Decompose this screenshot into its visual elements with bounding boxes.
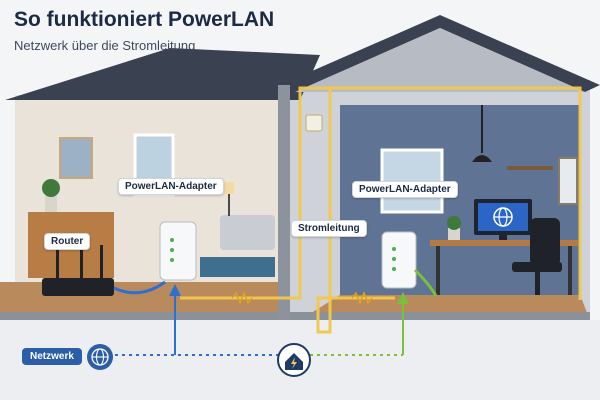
right-picture <box>558 157 578 205</box>
lamp-icon <box>224 182 234 216</box>
power-line <box>180 86 582 334</box>
adapter-right <box>381 231 417 289</box>
arrow-up-left <box>169 284 181 355</box>
globe-icon <box>87 344 113 370</box>
adapter-left-label: PowerLAN-Adapter <box>118 178 224 195</box>
adapter-right-label: PowerLAN-Adapter <box>352 181 458 198</box>
dividing-wall <box>278 85 290 320</box>
left-roof <box>5 48 320 100</box>
monitor-globe-icon <box>474 199 532 240</box>
page-subtitle: Netzwerk über die Stromleitung <box>14 38 196 53</box>
junction-box <box>305 114 323 132</box>
lan-cable-pc <box>413 268 438 297</box>
arrow-up-right <box>397 292 409 355</box>
router-device <box>42 240 114 296</box>
sofa <box>220 215 275 250</box>
page-title: So funktioniert PowerLAN <box>14 8 275 31</box>
power-line-pulse <box>231 290 373 306</box>
left-foundation <box>0 312 290 320</box>
powerline-label: Stromleitung <box>291 220 367 237</box>
network-badge: Netzwerk <box>22 348 82 365</box>
adapter-left <box>159 221 197 281</box>
ceiling-lamp <box>472 105 492 162</box>
left-picture <box>59 137 93 179</box>
right-foundation <box>290 312 590 320</box>
home-icon <box>277 343 311 377</box>
desk <box>430 240 578 246</box>
right-gable <box>295 28 585 92</box>
router-label: Router <box>44 233 91 250</box>
right-roof <box>280 15 600 92</box>
rug <box>200 257 275 277</box>
lan-cable-router <box>113 280 166 295</box>
plant-icon <box>42 179 60 212</box>
plant-icon <box>447 216 461 240</box>
wall-shelf <box>507 166 553 170</box>
